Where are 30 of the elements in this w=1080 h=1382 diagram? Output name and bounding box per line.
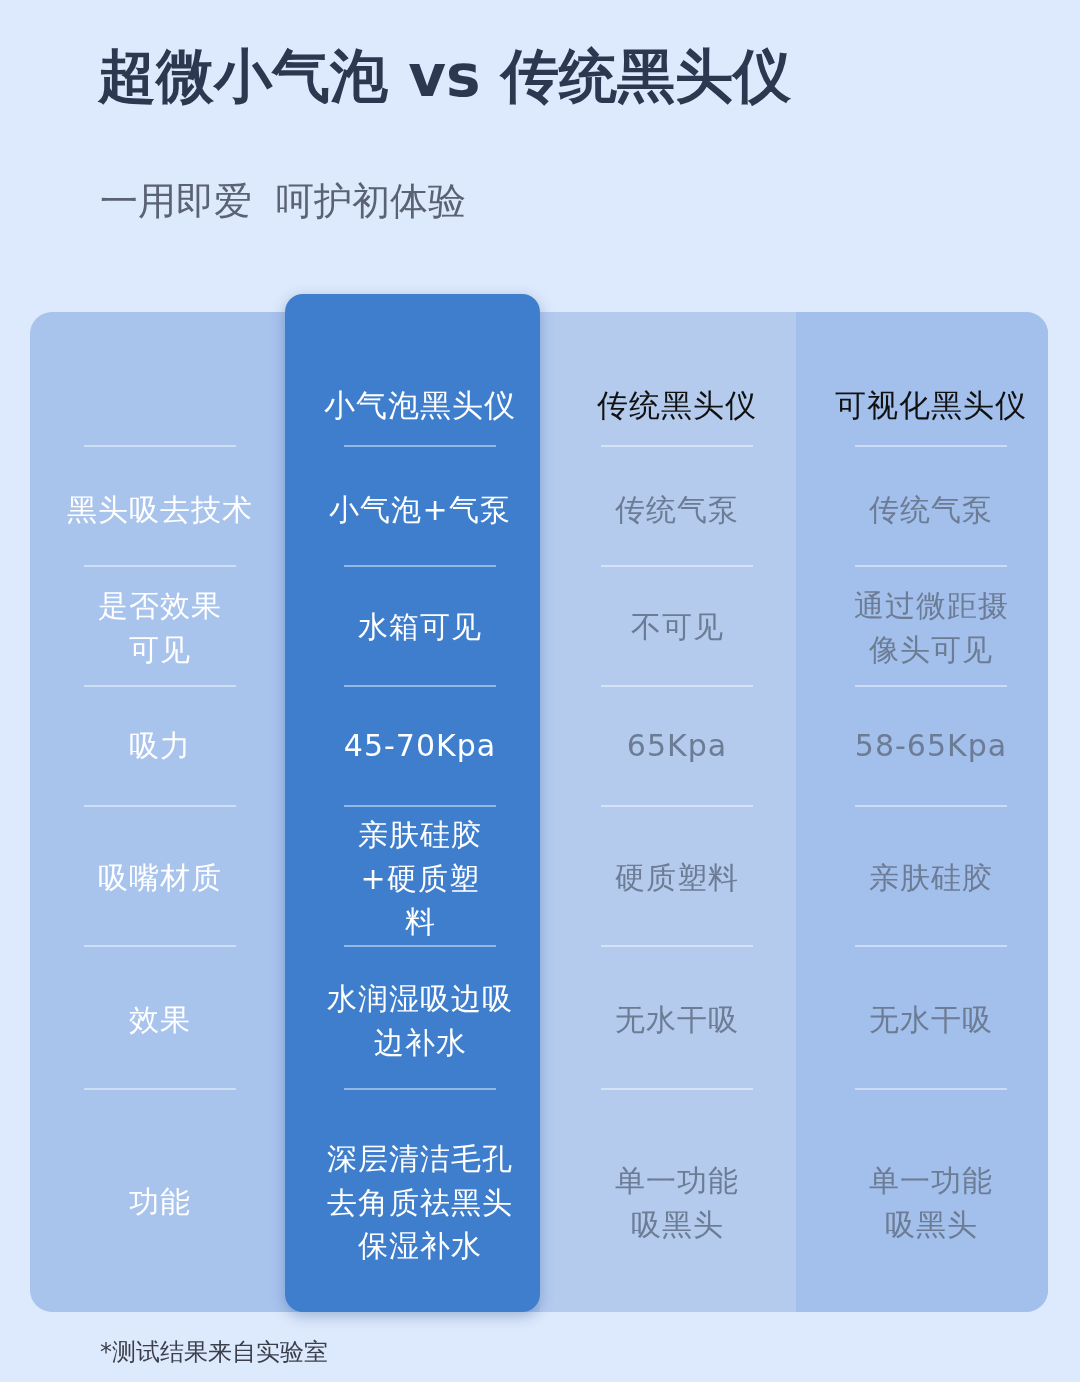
row-label: 功能 [128,1183,192,1222]
table-cell-text: 水润湿吸边吸边补水 [326,979,514,1061]
column-header: 小气泡黑头仪 [323,385,517,425]
table-cell-text: 亲肤硅胶+硬质塑料 [357,815,483,941]
table-cell-text: 水箱可见 [357,608,483,647]
row-label: 黑头吸去技术 [66,491,254,530]
column-header: 可视化黑头仪 [834,385,1028,425]
table-cell-text: 亲肤硅胶 [868,859,994,898]
subtitle: 一用即爱 呵护初体验 [100,178,467,225]
table-cell-text: 无水干吸 [868,1001,994,1040]
table-cell-text: 通过微距摄像头可见 [852,586,1010,668]
table-cell-text: 不可见 [629,608,725,647]
table-cell-text: 传统气泵 [868,491,994,530]
row-label: 是否效果可见 [97,586,223,668]
table-cell-text: 58-65Kpa [853,727,1009,766]
table-cell-text: 无水干吸 [614,1001,740,1040]
column-header: 传统黑头仪 [596,385,758,425]
table-cell-text: 传统气泵 [614,491,740,530]
table-cell-text: 深层清洁毛孔去角质祛黑头保湿补水 [326,1139,514,1265]
footnote: *测试结果来自实验室 [100,1337,328,1368]
table-cell-text: 65Kpa [625,727,729,766]
row-label: 效果 [128,1001,192,1040]
row-label: 吸力 [128,727,192,766]
table-cell-text: 小气泡+气泵 [328,491,512,530]
page-title: 超微小气泡 vs 传统黑头仪 [98,41,791,112]
row-label: 吸嘴材质 [97,859,223,898]
table-cell-text: 单一功能吸黑头 [614,1161,740,1243]
table-cell-text: 单一功能吸黑头 [868,1161,994,1243]
table-cell-text: 硬质塑料 [614,859,740,898]
table-cell-text: 45-70Kpa [342,727,498,766]
